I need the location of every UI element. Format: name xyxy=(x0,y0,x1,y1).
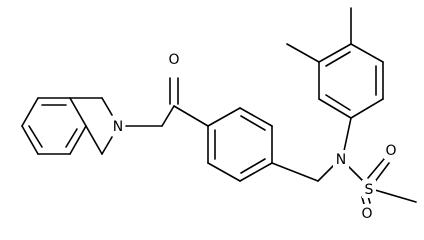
methylene-bridge xyxy=(271,162,337,182)
isoquinoline-benzene-ring xyxy=(21,97,87,155)
atom-labels: O N N S O O xyxy=(111,50,398,222)
sulfonamide-group xyxy=(346,158,417,205)
phenylene-ring xyxy=(207,107,273,182)
sulfonyl-oxygen-bottom-label: O xyxy=(361,206,372,222)
sulfonyl-oxygen-top-label: O xyxy=(385,143,396,159)
sulfur-label: S xyxy=(365,182,374,198)
carbonyl-oxygen-label: O xyxy=(168,52,179,68)
methyl-substituents xyxy=(286,7,352,63)
isoquinoline-saturated-ring xyxy=(69,97,113,155)
n-aryl-bond xyxy=(343,117,352,152)
amide-linkage xyxy=(125,77,209,127)
sulfonamide-nitrogen-label: N xyxy=(336,152,346,168)
ring-nitrogen-label: N xyxy=(113,119,123,135)
structure-diagram: O N N S O O xyxy=(21,7,417,222)
dimethylphenyl-ring xyxy=(318,43,384,119)
